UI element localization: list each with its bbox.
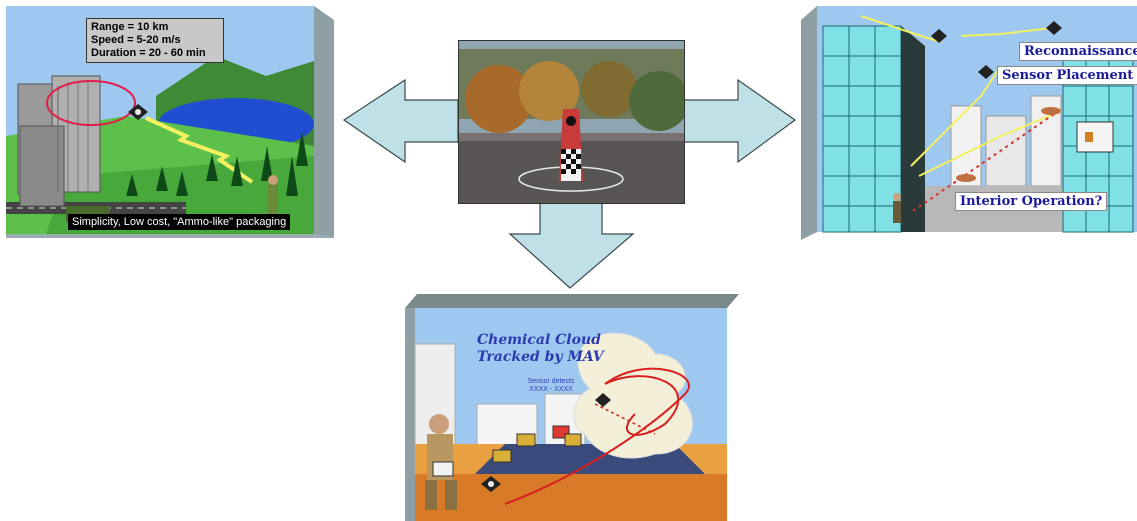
sensor-note: Sensor detects XXXX - XXXX — [521, 378, 581, 394]
specs-box: Range = 10 km Speed = 5-20 m/s Duration … — [86, 18, 224, 63]
range-spec: Range = 10 km — [91, 21, 169, 33]
chemical-cloud-title: Chemical Cloud Tracked by MAV — [477, 332, 604, 366]
left-scene — [6, 6, 334, 238]
sensor-note-line-1: Sensor detects — [527, 378, 575, 385]
center-photo — [458, 40, 685, 204]
mav-icon-bottom — [481, 476, 501, 492]
speed-spec: Speed = 5-20 m/s — [91, 34, 181, 46]
mav-icon — [128, 104, 148, 120]
down-arrow — [508, 199, 635, 289]
title-line-1: Chemical Cloud — [477, 332, 601, 348]
right-arrow — [682, 78, 797, 164]
left-panel: Range = 10 km Speed = 5-20 m/s Duration … — [6, 6, 334, 238]
sensor-placement-label: Sensor Placement — [997, 66, 1137, 85]
mav-icon-3 — [978, 65, 994, 79]
right-panel: Reconnaissance Sensor Placement Interior… — [801, 6, 1137, 240]
title-line-2: Tracked by MAV — [477, 349, 604, 365]
interior-operation-label: Interior Operation? — [955, 192, 1108, 211]
bottom-scene — [405, 294, 739, 521]
duration-spec: Duration = 20 - 60 min — [91, 47, 206, 59]
rooftop-photo — [459, 41, 684, 203]
mav-icon-1 — [931, 29, 947, 43]
mav-icon-2 — [1046, 21, 1062, 35]
reconnaissance-label: Reconnaissance — [1019, 42, 1137, 61]
bottom-panel: Chemical Cloud Tracked by MAV Sensor det… — [405, 294, 739, 521]
mav-icon-cloud — [595, 393, 611, 407]
left-arrow — [342, 78, 459, 164]
sensor-note-line-2: XXXX - XXXX — [529, 386, 573, 393]
left-caption: Simplicity, Low cost, "Ammo-like" packag… — [68, 214, 291, 230]
